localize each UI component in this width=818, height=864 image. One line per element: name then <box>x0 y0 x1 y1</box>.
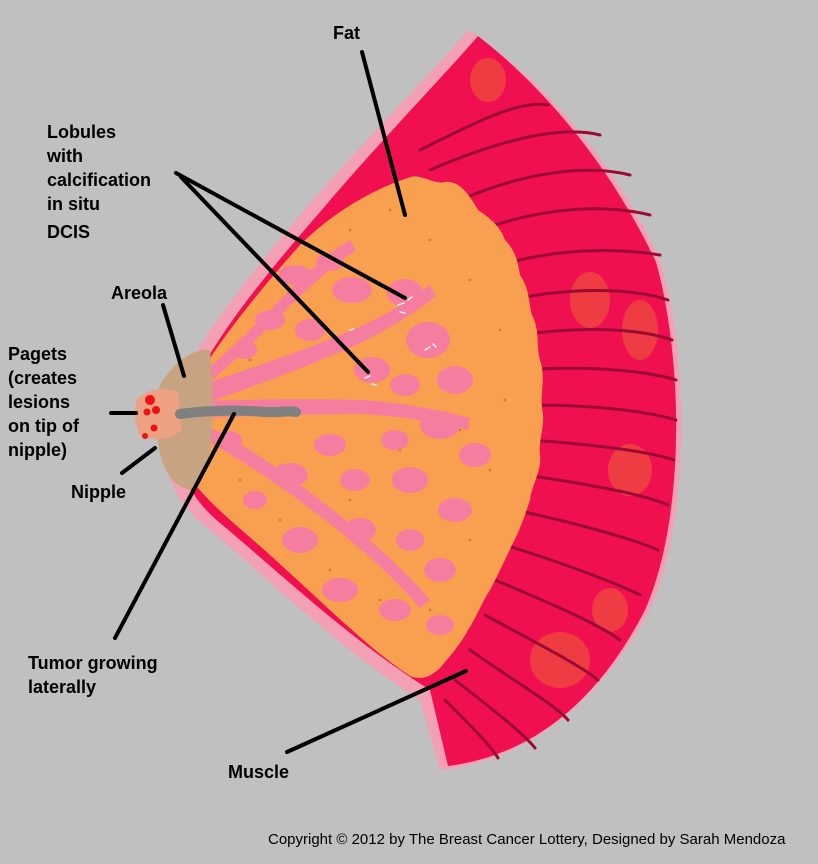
label-pagets-line-2: (creates <box>8 368 78 388</box>
tumor <box>175 405 301 419</box>
areola <box>156 349 213 490</box>
label-muscle: Muscle <box>228 762 290 782</box>
leader-line-fat <box>360 50 407 217</box>
label-pagets-line-5: nipple) <box>8 440 67 460</box>
label-lobules-line-2: with <box>47 146 83 166</box>
copyright-notice: Copyright © 2012 by The Breast Cancer Lo… <box>268 831 786 848</box>
leader-line-tumor <box>113 412 236 640</box>
label-nipple: Nipple <box>71 482 127 502</box>
label-tumor-line-2: laterally <box>28 677 97 697</box>
label-pagets: Pagets (creates lesions on tip of nipple… <box>8 342 79 462</box>
label-tumor: Tumor growing laterally <box>28 651 158 699</box>
leader-line-lobules-lower <box>179 175 370 374</box>
label-lobules-line-3: calcification <box>47 170 152 190</box>
label-pagets-line-1: Pagets <box>8 344 68 364</box>
muscle-fibers <box>418 102 678 760</box>
label-dcis: DCIS <box>47 222 91 242</box>
nipple <box>134 389 182 440</box>
label-tumor-line-1: Tumor growing <box>28 653 158 673</box>
label-lobules-line-1: Lobules <box>47 122 117 142</box>
leader-line-areola <box>161 303 186 378</box>
leader-line-nipple <box>120 446 157 475</box>
label-lobules-line-4: in situ <box>47 194 100 214</box>
label-areola: Areola <box>111 283 168 303</box>
calcifications <box>349 296 437 386</box>
fat-region <box>175 176 544 678</box>
nipple-lesions <box>142 395 160 439</box>
label-pagets-line-4: on tip of <box>8 416 79 436</box>
leader-line-lobules-upper <box>174 171 407 300</box>
label-lobules: Lobules with calcification in situ <box>47 120 151 216</box>
label-fat: Fat <box>333 23 360 43</box>
leader-line-muscle <box>285 669 468 754</box>
leader-lines <box>109 50 468 754</box>
label-pagets-line-3: lesions <box>8 392 71 412</box>
